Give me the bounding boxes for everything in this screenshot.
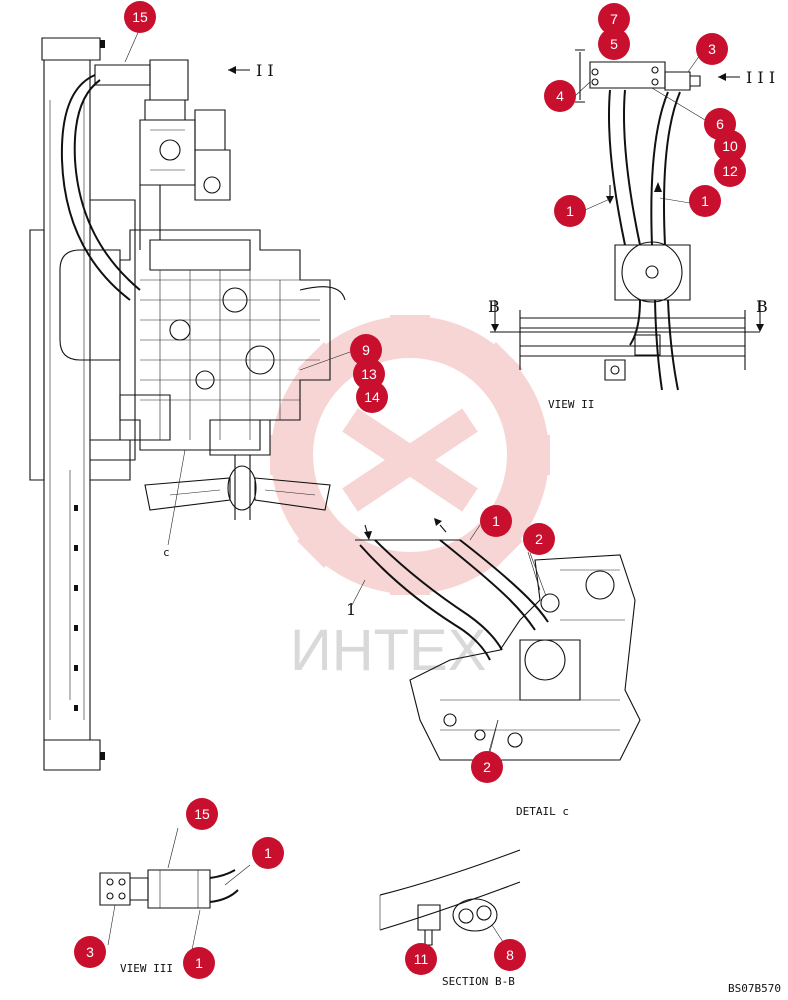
hose-one-label: 1 bbox=[346, 600, 356, 619]
watermark-gear-logo bbox=[270, 315, 550, 595]
callout-8: 8 bbox=[494, 939, 526, 971]
callout-1-number: 1 bbox=[701, 193, 709, 209]
hose-lines-upper bbox=[60, 74, 161, 301]
callout-10-number: 10 bbox=[722, 138, 738, 154]
callout-2: 2 bbox=[471, 751, 503, 783]
callout-5-number: 5 bbox=[610, 36, 618, 52]
callout-12: 12 bbox=[714, 155, 746, 187]
callout-14-number: 14 bbox=[364, 389, 380, 405]
callout-15-number: 15 bbox=[132, 9, 148, 25]
section-b-left-label: B bbox=[488, 297, 500, 316]
callout-14: 14 bbox=[356, 381, 388, 413]
callout-15: 15 bbox=[186, 798, 218, 830]
section-b-right-label: B bbox=[756, 297, 768, 316]
callout-15-number: 15 bbox=[194, 806, 210, 822]
callout-1-number: 1 bbox=[492, 513, 500, 529]
detail-c-caption: DETAIL c bbox=[516, 805, 569, 818]
section-bb-drawing: SECTION B-B bbox=[379, 849, 521, 988]
callout-12-number: 12 bbox=[722, 163, 738, 179]
callout-13-number: 13 bbox=[361, 366, 377, 382]
callout-7-number: 7 bbox=[610, 11, 618, 27]
callout-6-number: 6 bbox=[716, 116, 724, 132]
callout-10: 10 bbox=[714, 130, 746, 162]
drawing-number: BS07B570 bbox=[728, 982, 781, 995]
callout-15: 15 bbox=[124, 1, 156, 33]
valve-block bbox=[94, 59, 231, 201]
callout-9-number: 9 bbox=[362, 342, 370, 358]
callout-2-number: 2 bbox=[535, 531, 543, 547]
callout-2-number: 2 bbox=[483, 759, 491, 775]
view2-arrow: I I bbox=[228, 61, 274, 80]
engine bbox=[119, 229, 346, 456]
section-bb-caption: SECTION B-B bbox=[442, 975, 515, 988]
watermark-text: ИНТЕХ bbox=[290, 618, 486, 683]
detail-c-leader bbox=[167, 449, 186, 546]
detail-c-drawing: 1 DETAIL c bbox=[346, 518, 641, 818]
watermark: ИНТЕХ bbox=[270, 315, 550, 683]
main-assembly-view: c I I bbox=[29, 37, 346, 771]
view2-arrow-label: I I bbox=[256, 61, 274, 80]
view3-arrow: I I I bbox=[718, 68, 775, 87]
view3-arrow-label: I I I bbox=[746, 68, 775, 87]
callout-bubbles: 15 7 5 3 4 6 10 12 bbox=[74, 1, 746, 979]
callout-4-number: 4 bbox=[556, 88, 564, 104]
callout-1: 1 bbox=[689, 185, 721, 217]
callout-4: 4 bbox=[544, 80, 576, 112]
callout-7: 7 bbox=[598, 3, 630, 35]
callout-3: 3 bbox=[74, 936, 106, 968]
callout-2: 2 bbox=[523, 523, 555, 555]
callout-11: 11 bbox=[405, 943, 437, 975]
callout-3-number: 3 bbox=[86, 944, 94, 960]
cooling-fan bbox=[144, 455, 331, 520]
view2-drawing: B B VIEW II I I I bbox=[488, 49, 775, 411]
callout-1-number: 1 bbox=[264, 845, 272, 861]
callout-1: 1 bbox=[554, 195, 586, 227]
callout-8-number: 8 bbox=[506, 947, 514, 963]
view3-caption: VIEW III bbox=[120, 962, 173, 975]
callout-1: 1 bbox=[183, 947, 215, 979]
callout-1: 1 bbox=[480, 505, 512, 537]
callout-1-number: 1 bbox=[195, 955, 203, 971]
callout-1-number: 1 bbox=[566, 203, 574, 219]
callout-5: 5 bbox=[598, 28, 630, 60]
detail-c-marker: c bbox=[163, 546, 170, 559]
callout-3: 3 bbox=[696, 33, 728, 65]
callout-11-number: 11 bbox=[414, 951, 429, 967]
callout-leaders bbox=[124, 27, 706, 756]
callout-9: 9 bbox=[350, 334, 382, 366]
radiator-frame bbox=[29, 37, 136, 771]
view2-caption: VIEW II bbox=[548, 398, 594, 411]
view3-drawing: VIEW III bbox=[99, 827, 251, 975]
callout-3-number: 3 bbox=[708, 41, 716, 57]
callout-1: 1 bbox=[252, 837, 284, 869]
